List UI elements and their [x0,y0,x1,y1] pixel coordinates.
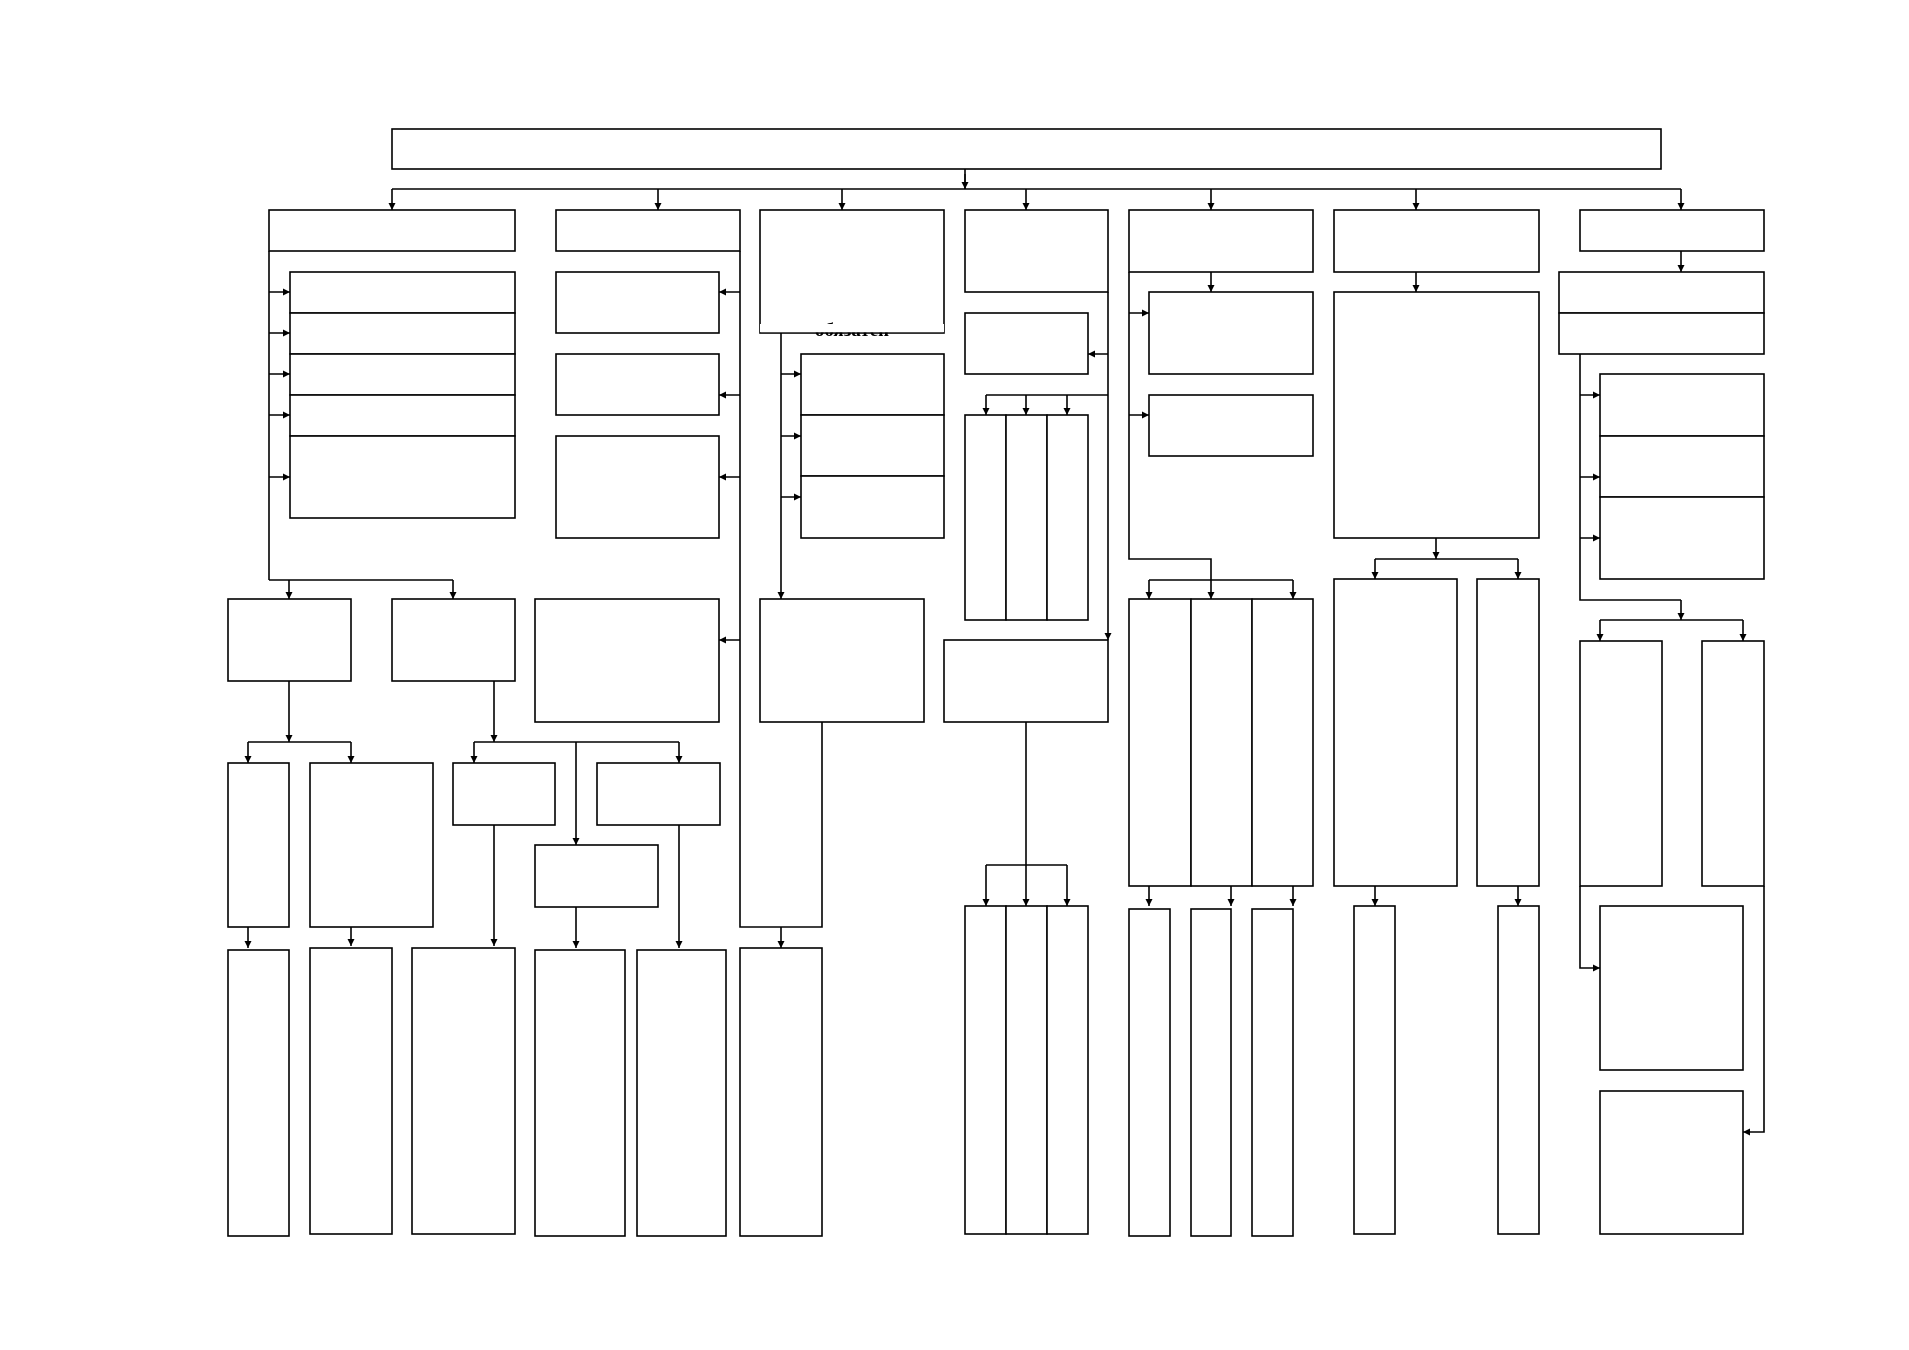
col7-item-1 [1599,373,1765,437]
col7-box-c [1599,905,1744,1071]
col2-box-3 [555,435,720,539]
col4-box-2 [943,639,1109,723]
col4-box-1 [964,312,1089,375]
col5-vert-2 [1190,598,1253,887]
col7-item-2 [1599,435,1765,498]
col1-item-5 [289,435,516,519]
label-clip-mask [760,324,944,333]
col1-sub-box-a [227,598,352,682]
col5-header-box [1128,209,1314,273]
col1-item-2 [289,312,516,355]
col6-vert-1 [1333,578,1458,887]
col7-header-box [1579,209,1765,252]
col1-mid-box-c [534,844,659,908]
col3-item-3 [800,475,945,539]
leaf-box-13 [1353,905,1396,1235]
col2-box-2 [555,353,720,416]
leaf-box-4 [534,949,626,1237]
col7-box-d [1599,1090,1744,1235]
col4-vert-3 [1046,414,1089,621]
col2-box-1 [555,271,720,334]
col7-item-3 [1599,496,1765,580]
col7-box-a [1558,271,1765,314]
col5-box-1 [1148,291,1314,375]
col1-item-3 [289,353,516,396]
leaf-box-8 [1005,905,1048,1235]
col4-vert-1 [964,414,1007,621]
leaf-box-9 [1046,905,1089,1235]
col7-vert-2 [1701,640,1765,887]
col1-mid-box-b [596,762,721,826]
col3-bottom-box [759,598,925,723]
col6-header-box [1333,209,1540,273]
col3-item-1 [800,353,945,416]
col1-mid-box-a [452,762,556,826]
leaf-box-14 [1497,905,1540,1235]
col4-header-box [964,209,1109,293]
leaf-box-2 [309,947,393,1235]
col1-item-1 [289,271,516,314]
leaf-box-7 [964,905,1007,1235]
col1-sub-box-b [391,598,516,682]
leaf-box-6 [739,947,823,1237]
leaf-box-10 [1128,908,1171,1237]
col4-vert-2 [1005,414,1048,621]
col5-vert-1 [1128,598,1192,887]
col3-header-box [759,209,945,334]
col6-vert-2 [1476,578,1540,887]
col2-box-4 [534,598,720,723]
col1-item-4 [289,394,516,437]
root-box [391,128,1662,170]
col1-tall-box-b [309,762,434,928]
col7-box-b [1558,312,1765,355]
col5-vert-3 [1251,598,1314,887]
col2-header-box [555,209,741,252]
leaf-box-5 [636,949,727,1237]
col7-vert-1 [1579,640,1663,887]
leaf-box-3 [411,947,516,1235]
col1-tall-box-a [227,762,290,928]
col1-header-box [268,209,516,252]
col3-item-2 [800,414,945,477]
leaf-box-1 [227,949,290,1237]
leaf-box-11 [1190,908,1232,1237]
leaf-box-12 [1251,908,1294,1237]
col6-big-box [1333,291,1540,539]
col5-box-2 [1148,394,1314,457]
